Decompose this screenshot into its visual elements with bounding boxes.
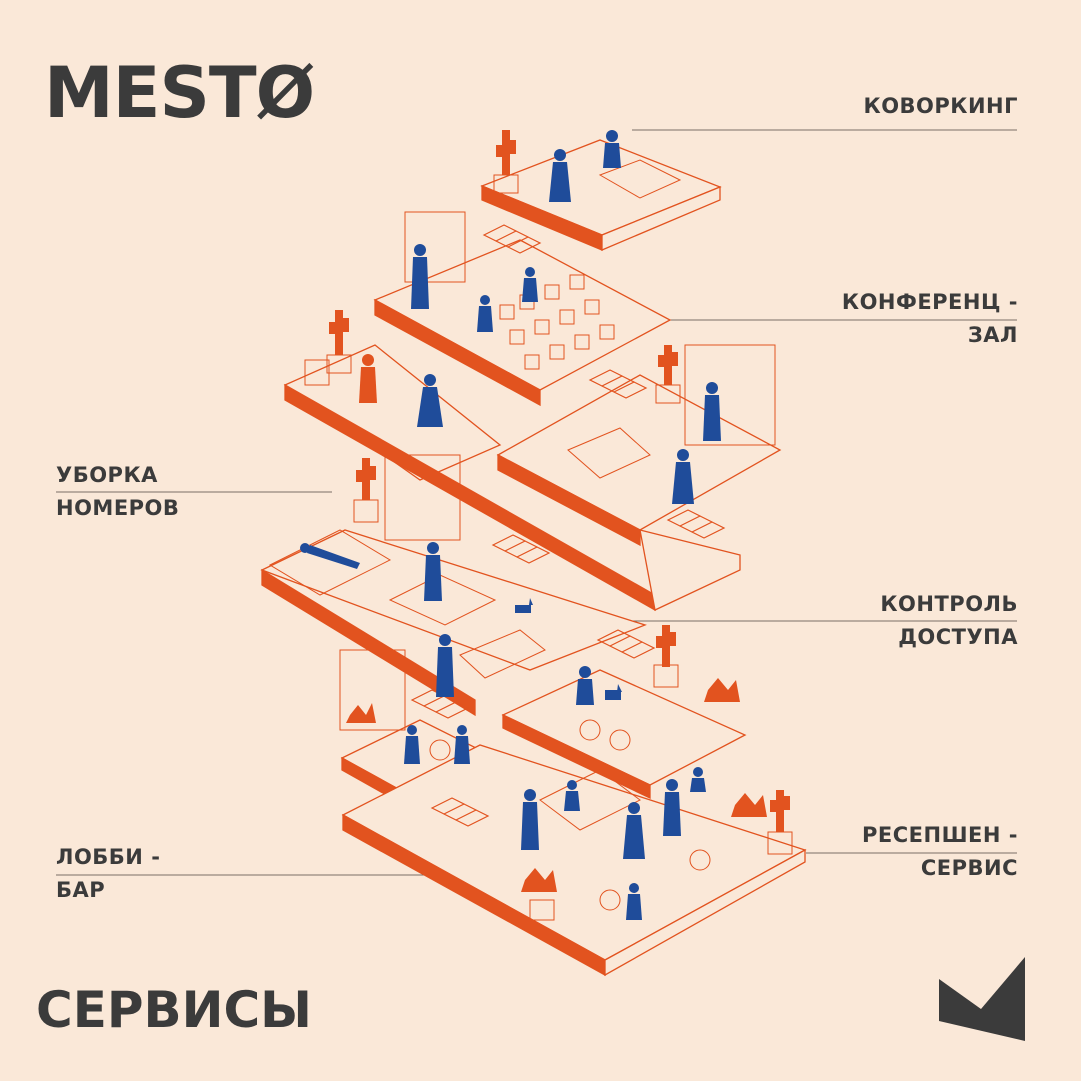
label-conference-line1: КОНФЕРЕНЦ -: [841, 290, 1018, 314]
plant-icon: [521, 868, 557, 892]
wardrobe: [384, 454, 461, 541]
cactus-icon: [356, 458, 376, 500]
brand-mark-icon: [939, 957, 1025, 1041]
cat-icon: [515, 598, 533, 613]
rug: [388, 574, 497, 626]
person-icon: [359, 354, 377, 403]
reception-counter: [539, 769, 641, 831]
label-reception: РЕСЕПШЕН - СЕРВИС: [800, 819, 1018, 885]
cactus-icon: [496, 130, 516, 175]
person-lying-icon: [300, 543, 360, 569]
stair-meeting: [666, 509, 726, 539]
label-housekeeping-line1: УБОРКА: [56, 463, 158, 487]
cactus-icon: [770, 790, 790, 832]
label-lobby-line2: БАР: [56, 878, 106, 902]
label-access: КОНТРОЛЬ ДОСТУПА: [800, 588, 1018, 654]
label-reception-line2: СЕРВИС: [920, 856, 1018, 880]
stairs: [410, 224, 726, 827]
person-icon: [690, 767, 706, 792]
cafe-tables: [429, 719, 711, 911]
person-icon: [703, 382, 721, 441]
label-lobby-line1: ЛОББИ -: [56, 845, 161, 869]
cactus-icon: [658, 345, 678, 385]
desk: [459, 629, 546, 679]
person-icon: [477, 295, 493, 332]
conference-chairs: [499, 274, 615, 370]
label-reception-line1: РЕСЕПШЕН -: [862, 823, 1018, 847]
person-icon: [454, 725, 470, 764]
person-icon: [576, 666, 594, 705]
plants: [329, 130, 790, 892]
coworking-desk: [598, 159, 682, 199]
person-icon: [626, 883, 642, 920]
person-icon: [424, 542, 442, 601]
plant-icon: [704, 678, 740, 702]
person-icon: [603, 130, 621, 168]
label-conference-line2: ЗАЛ: [967, 323, 1018, 347]
label-access-line1: КОНТРОЛЬ: [880, 592, 1018, 616]
stair-coworking: [482, 224, 542, 254]
label-access-line2: ДОСТУПА: [898, 625, 1018, 649]
label-lobby: ЛОББИ - БАР: [56, 841, 160, 907]
stair-access: [596, 629, 656, 659]
label-housekeeping-line2: НОМЕРОВ: [56, 496, 180, 520]
kitchen-cabinet: [339, 649, 406, 731]
person-icon: [549, 149, 571, 202]
person-icon: [417, 374, 443, 427]
person-icon: [623, 802, 645, 859]
person-icon: [436, 634, 454, 697]
person-icon: [663, 779, 681, 836]
dog-icon: [605, 684, 622, 700]
furniture: [268, 159, 776, 911]
stair-housekeeping: [491, 534, 551, 564]
plant-icon: [731, 793, 767, 817]
person-icon: [411, 244, 429, 309]
label-coworking-text: КОВОРКИНГ: [863, 94, 1018, 118]
person-icon: [521, 789, 539, 850]
person-icon: [672, 449, 694, 504]
page-title: СЕРВИСЫ: [36, 981, 312, 1039]
shelving: [684, 344, 776, 446]
label-conference: КОНФЕРЕНЦ - ЗАЛ: [780, 286, 1018, 352]
person-icon: [404, 725, 420, 764]
meeting-table: [567, 427, 651, 479]
stair-conference: [588, 369, 648, 399]
cactus-icon: [656, 625, 676, 667]
whiteboard: [404, 211, 466, 283]
bed: [268, 529, 392, 596]
people: [300, 130, 721, 920]
label-coworking: КОВОРКИНГ: [820, 90, 1018, 123]
plant-icon: [346, 703, 376, 723]
pots: [304, 174, 793, 921]
label-housekeeping: УБОРКА НОМЕРОВ: [56, 459, 179, 525]
stair-ground: [430, 797, 490, 827]
person-icon: [522, 267, 538, 302]
floor-slabs: [260, 139, 807, 977]
person-icon: [564, 780, 580, 811]
leader-lines: [56, 129, 1017, 876]
cactus-icon: [329, 310, 349, 355]
brand-logo-text: MESTØ: [44, 52, 315, 134]
